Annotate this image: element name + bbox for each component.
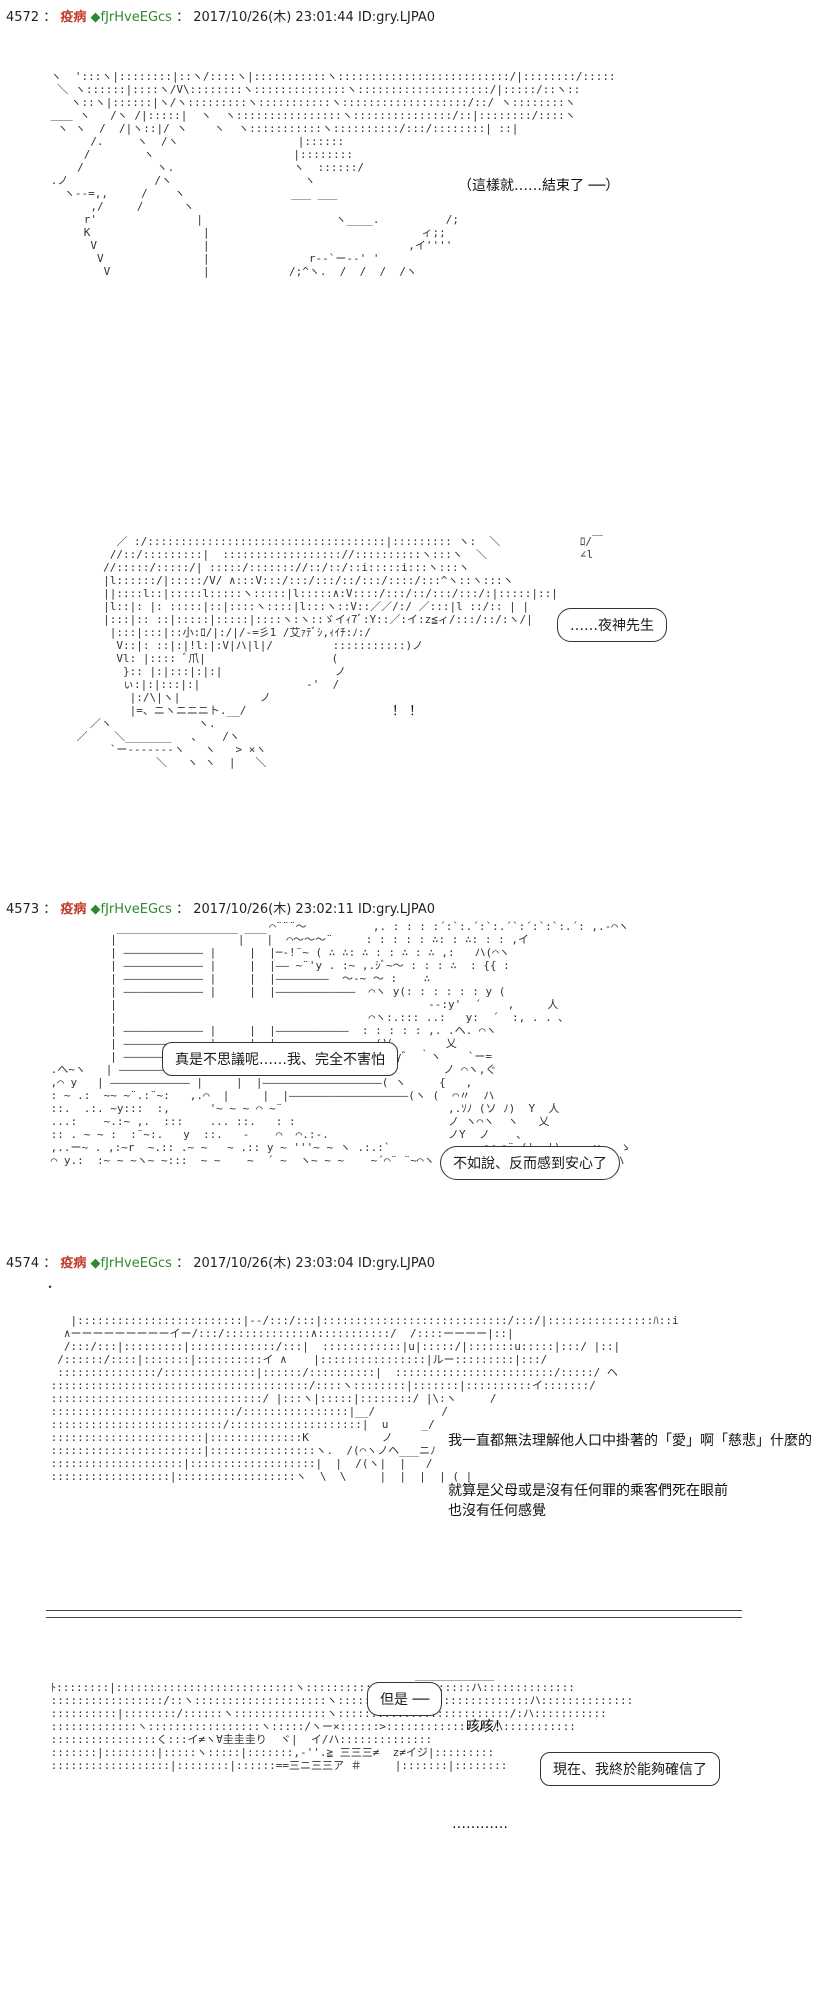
exclamation-text: ！ ！ bbox=[392, 704, 423, 719]
poster-name: 疫病 bbox=[60, 902, 87, 917]
ascii-art-face: ／ :/::::::::::::::::::::::::::::::::::::… bbox=[76, 535, 603, 769]
ascii-art-portrait: |:::::::::::::::::::::::::|--/:::/:::|::… bbox=[50, 1314, 679, 1483]
ascii-art-lower: ____________ ﾄ::::::::|:::::::::::::::::… bbox=[50, 1668, 634, 1772]
post-number: 4573 bbox=[6, 902, 40, 917]
dot-marker: ・ bbox=[44, 1280, 57, 1294]
speech-bubble: 但是 ── bbox=[367, 1682, 443, 1716]
post-number: 4574 bbox=[6, 1256, 40, 1271]
speech-bubble-text: 但是 ── bbox=[380, 1692, 430, 1708]
post-date: 2017/10/26(木) 23:01:44 bbox=[193, 10, 354, 25]
narration-line: 也沒有任何感覺 bbox=[448, 1503, 546, 1519]
post-date: 2017/10/26(木) 23:03:04 bbox=[193, 1256, 354, 1271]
dialogue-line: （這樣就……結束了 ──） bbox=[458, 178, 620, 194]
poster-name: 疫病 bbox=[60, 10, 87, 25]
post-date: 2017/10/26(木) 23:02:11 bbox=[193, 902, 354, 917]
post-header: 4572 ： 疫病 ◆fJrHveEGcs ： 2017/10/26(木) 23… bbox=[6, 10, 435, 25]
speech-bubble-text: 現在、我終於能夠確信了 bbox=[553, 1762, 707, 1778]
ascii-art-hair: ヽ ':::ヽ|::::::::|::ヽ/::::ヽ|:::::::::::ヽ:… bbox=[50, 70, 616, 278]
narration-line: 就算是父母或是沒有任何罪的乘客們死在眼前 bbox=[448, 1483, 728, 1499]
speech-bubble: 真是不思議呢……我、完全不害怕 bbox=[162, 1042, 398, 1076]
post-header: 4573 ： 疫病 ◆fJrHveEGcs ： 2017/10/26(木) 23… bbox=[6, 902, 435, 917]
speech-bubble-text: 不如說、反而感到安心了 bbox=[453, 1156, 607, 1172]
speech-bubble: ……夜神先生 bbox=[557, 608, 667, 642]
speech-bubble-text: ……夜神先生 bbox=[570, 618, 654, 634]
narration-line: 我一直都無法理解他人口中掛著的「愛」啊「慈悲」什麼的 bbox=[448, 1433, 812, 1449]
shout-text: 咳咳！ bbox=[466, 1719, 508, 1735]
poster-trip: ◆fJrHveEGcs bbox=[90, 1256, 172, 1271]
poster-trip: ◆fJrHveEGcs bbox=[90, 902, 172, 917]
speech-bubble-text: 真是不思議呢……我、完全不害怕 bbox=[175, 1052, 385, 1068]
post-id: ID:gry.LJPA0 bbox=[357, 902, 435, 917]
ellipsis-text: ………… bbox=[452, 1816, 508, 1832]
post-id: ID:gry.LJPA0 bbox=[357, 10, 435, 25]
post-number: 4572 bbox=[6, 10, 40, 25]
poster-name: 疫病 bbox=[60, 1256, 87, 1271]
speech-bubble: 現在、我終於能夠確信了 bbox=[540, 1752, 720, 1786]
poster-trip: ◆fJrHveEGcs bbox=[90, 10, 172, 25]
separator-line bbox=[46, 1610, 742, 1618]
post-id: ID:gry.LJPA0 bbox=[357, 1256, 435, 1271]
post-header: 4574 ： 疫病 ◆fJrHveEGcs ： 2017/10/26(木) 23… bbox=[6, 1256, 435, 1271]
speech-bubble: 不如說、反而感到安心了 bbox=[440, 1146, 620, 1180]
